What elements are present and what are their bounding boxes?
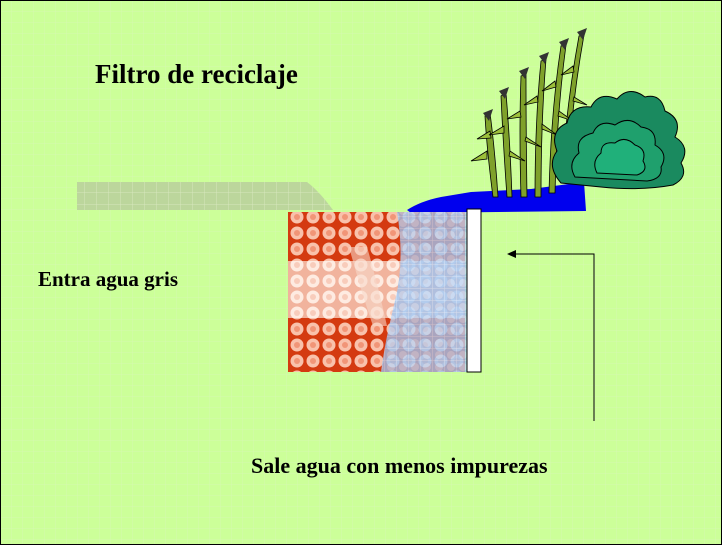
inflow-channel [77,182,333,210]
gravel-filter [288,212,469,372]
water-seepage [381,212,469,372]
shrub [551,91,686,190]
inlet-label: Entra agua gris [38,267,179,291]
outflow-arrow [507,250,595,421]
outlet-label: Sale agua con menos impurezas [251,453,548,478]
filter-wall [466,208,482,373]
diagram-title: Filtro de reciclaje [95,59,298,89]
